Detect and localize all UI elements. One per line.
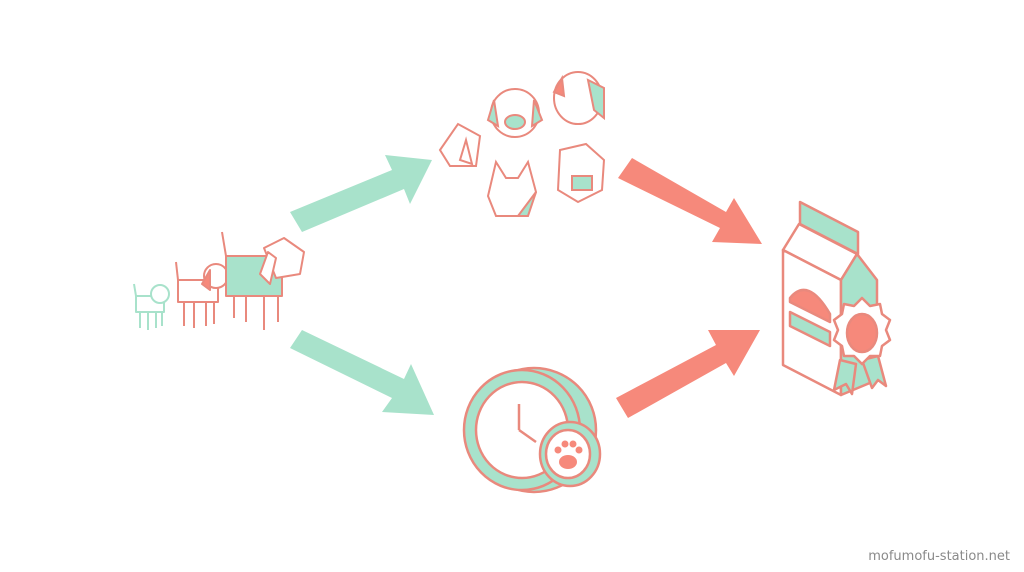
clock-paw-icon	[462, 366, 602, 494]
dog-head-icon	[486, 88, 544, 138]
watermark: mofumofu-station.net	[868, 549, 1010, 564]
dog-head-icon	[486, 159, 538, 217]
dog-head-icon	[556, 142, 606, 204]
dog-breed-heads-icon	[438, 71, 606, 217]
arrow-to-breeds	[290, 155, 432, 232]
arrow-to-time	[290, 330, 434, 415]
arrow-from-time	[616, 330, 760, 418]
dog-head-icon	[552, 71, 605, 125]
arrow-from-breeds	[618, 158, 762, 244]
dog-head-icon	[438, 122, 482, 167]
paw-icon	[554, 440, 583, 469]
growing-dogs-icon	[133, 231, 305, 330]
food-carton-award-icon	[781, 200, 892, 397]
